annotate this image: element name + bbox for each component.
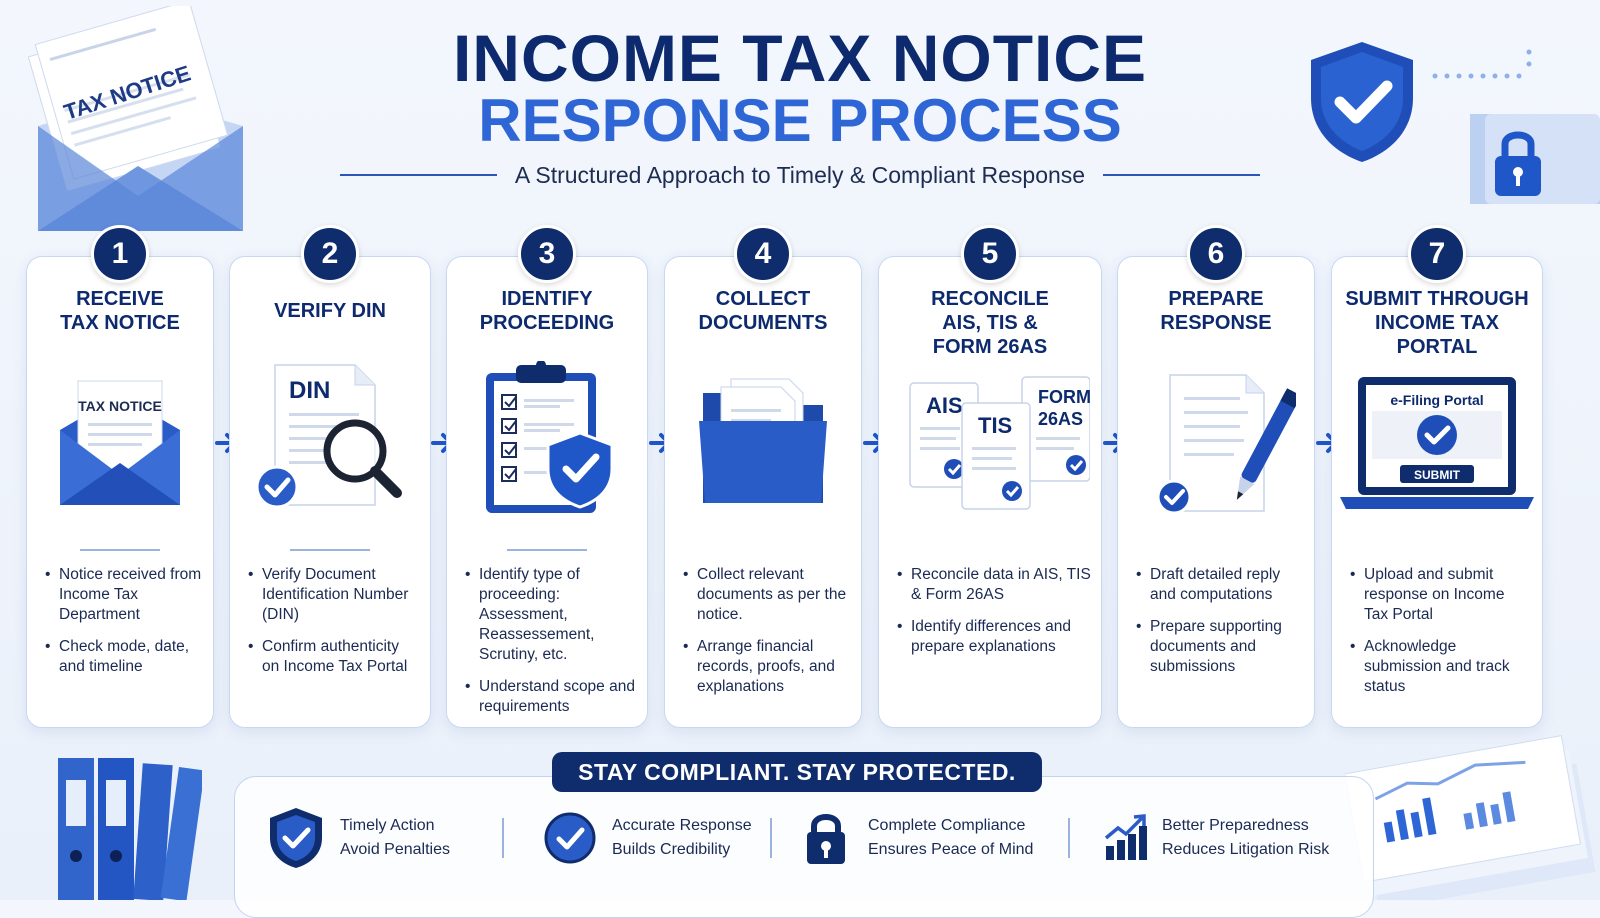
subtitle-rule-left [340, 174, 497, 176]
step-number: 1 [91, 225, 149, 283]
benefit-text: Complete Compliance Ensures Peace of Min… [868, 814, 1033, 862]
envelope-notice-label: TAX NOTICE [78, 398, 162, 414]
benefit-better-preparedness: Better Preparedness Reduces Litigation R… [1104, 808, 1329, 868]
documents-icon: AIS FORM 26AS TIS [879, 373, 1101, 523]
benefit-divider [1068, 818, 1070, 858]
step-number: 5 [961, 225, 1019, 283]
benefit-text: Better Preparedness Reduces Litigation R… [1162, 814, 1329, 862]
step-title: COLLECT DOCUMENTS [698, 288, 828, 334]
step-card-1: 1 RECEIVE TAX NOTICE TAX NOTICE Notice r… [26, 225, 214, 728]
card-separator [507, 549, 587, 551]
step-title: RECEIVE TAX NOTICE [60, 288, 180, 334]
card-separator [290, 549, 370, 551]
bullet-item: Identify type of proceeding: Assessment,… [463, 565, 637, 665]
benefits-panel [234, 776, 1374, 918]
subtitle-rule-right [1103, 174, 1260, 176]
bullet-item: Acknowledge submission and track status [1348, 637, 1532, 697]
binders-decoration [58, 758, 202, 900]
subtitle-row: A Structured Approach to Timely & Compli… [340, 158, 1260, 192]
shield-check-icon [270, 808, 322, 868]
step-bullets: Identify type of proceeding: Assessment,… [463, 565, 637, 729]
folder-icon [665, 373, 861, 523]
step-bullets: Reconcile data in AIS, TIS & Form 26AS I… [895, 565, 1091, 669]
benefit-line2: Reduces Litigation Risk [1162, 841, 1330, 858]
card-separator [80, 549, 160, 551]
step-number: 4 [734, 225, 792, 283]
growth-chart-icon [1104, 814, 1147, 860]
benefit-divider [502, 818, 504, 858]
bullet-item: Arrange financial records, proofs, and e… [681, 637, 851, 697]
bullet-item: Draft detailed reply and computations [1134, 565, 1304, 605]
tis-label: TIS [978, 413, 1012, 438]
benefit-line1: Complete Compliance [868, 817, 1026, 834]
ais-label: AIS [926, 393, 963, 418]
benefit-timely-action: Timely Action Avoid Penalties [268, 808, 450, 868]
step-card-2: 2 VERIFY DIN DIN Verify Document Identif… [229, 225, 431, 728]
benefit-line2: Ensures Peace of Mind [868, 841, 1034, 858]
page-title-secondary: RESPONSE PROCESS [478, 87, 1122, 154]
step-number: 6 [1187, 225, 1245, 283]
bullet-item: Collect relevant documents as per the no… [681, 565, 851, 625]
document-pen-icon [1118, 365, 1314, 515]
compliance-banner: STAY COMPLIANT. STAY PROTECTED. [552, 752, 1042, 792]
benefit-line2: Builds Credibility [612, 841, 731, 858]
benefit-accurate-response: Accurate Response Builds Credibility [544, 808, 752, 868]
report-papers-decoration [1345, 735, 1596, 900]
step-number: 3 [518, 225, 576, 283]
check-badge-icon [544, 812, 596, 864]
step-card-4: 4 COLLECT DOCUMENTS Collect relevant doc… [664, 225, 862, 728]
step-title: PREPARE RESPONSE [1160, 288, 1272, 334]
step-card-5: 5 RECONCILE AIS, TIS & FORM 26AS AIS FOR… [878, 225, 1102, 728]
din-label: DIN [289, 377, 330, 404]
step-bullets: Notice received from Income Tax Departme… [43, 565, 203, 689]
shield-check-decoration-icon [1311, 42, 1413, 162]
bullet-item: Prepare supporting documents and submiss… [1134, 617, 1304, 677]
page-subtitle: A Structured Approach to Timely & Compli… [514, 161, 1086, 188]
benefit-line1: Accurate Response [612, 817, 752, 834]
bullet-item: Confirm authenticity on Income Tax Porta… [246, 637, 420, 677]
envelope-icon: TAX NOTICE [27, 375, 213, 525]
tax-notice-envelope-decoration: TAX NOTICE [27, 6, 243, 231]
step-title: IDENTIFY PROCEEDING [479, 288, 615, 334]
step-title: RECONCILE AIS, TIS & FORM 26AS [931, 288, 1049, 358]
benefit-line1: Timely Action [340, 817, 435, 834]
step-title: SUBMIT THROUGH INCOME TAX PORTAL [1345, 288, 1529, 358]
submit-button: SUBMIT [1414, 468, 1461, 482]
benefit-line1: Better Preparedness [1162, 817, 1309, 834]
lock-icon [807, 814, 845, 864]
form26as-label-line2: 26AS [1038, 409, 1083, 429]
laptop-icon: e-Filing Portal SUBMIT [1332, 369, 1542, 519]
step-title: VERIFY DIN [274, 300, 386, 322]
step-card-6: 6 PREPARE RESPONSE Draft detailed reply … [1117, 225, 1315, 728]
step-bullets: Verify Document Identification Number (D… [246, 565, 420, 689]
benefit-text: Timely Action Avoid Penalties [340, 814, 450, 862]
locked-folder-decoration-icon [1432, 49, 1600, 204]
clipboard-shield-icon [447, 361, 647, 513]
bullet-item: Verify Document Identification Number (D… [246, 565, 420, 625]
step-card-3: 3 IDENTIFY PROCEEDING Identify type of p… [446, 225, 648, 729]
magnifier-document-icon: DIN [230, 353, 430, 509]
step-bullets: Upload and submit response on Income Tax… [1348, 565, 1532, 709]
bullet-item: Upload and submit response on Income Tax… [1348, 565, 1532, 625]
form26as-label: FORM 26AS [1038, 387, 1090, 429]
bullet-item: Identify differences and prepare explana… [895, 617, 1091, 657]
portal-label: e-Filing Portal [1390, 392, 1483, 408]
bullet-item: Reconcile data in AIS, TIS & Form 26AS [895, 565, 1091, 605]
bullet-item: Check mode, date, and timeline [43, 637, 203, 677]
page-title: INCOME TAX NOTICE [452, 21, 1148, 95]
bullet-item: Understand scope and requirements [463, 677, 637, 717]
benefit-text: Accurate Response Builds Credibility [612, 814, 752, 862]
step-bullets: Draft detailed reply and computations Pr… [1134, 565, 1304, 689]
step-number: 7 [1408, 225, 1466, 283]
benefit-complete-compliance: Complete Compliance Ensures Peace of Min… [804, 808, 1033, 868]
benefit-divider [770, 818, 772, 858]
form26as-label-line1: FORM [1038, 387, 1090, 407]
step-bullets: Collect relevant documents as per the no… [681, 565, 851, 709]
bullet-item: Notice received from Income Tax Departme… [43, 565, 203, 625]
step-card-7: 7 SUBMIT THROUGH INCOME TAX PORTAL e-Fil… [1331, 225, 1543, 728]
benefit-line2: Avoid Penalties [340, 841, 450, 858]
step-number: 2 [301, 225, 359, 283]
